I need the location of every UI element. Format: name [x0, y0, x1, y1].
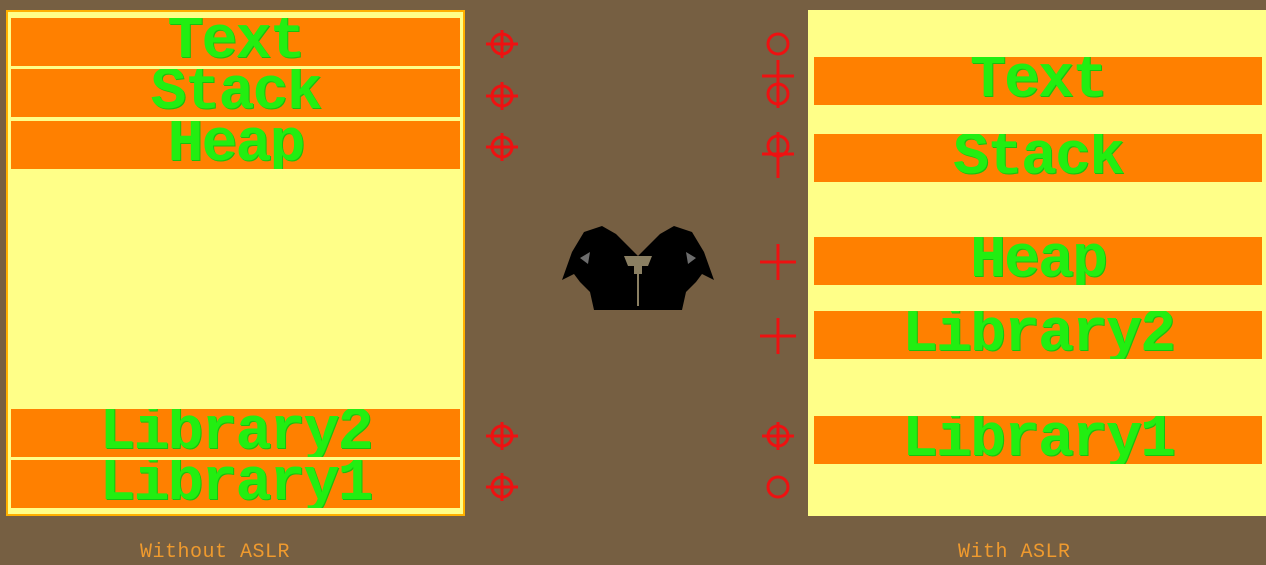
crosshair-icon: [758, 420, 798, 452]
segment-label: Heap: [167, 121, 303, 169]
mask-figure-icon: [558, 222, 718, 314]
segment-heap: Heap: [814, 237, 1262, 285]
memory-layout-with-aslr: Text Stack Heap Library2 Library1: [808, 10, 1266, 516]
segment-label: Library1: [99, 460, 371, 508]
crosshair-icon: [482, 80, 522, 112]
segment-label: Library2: [99, 409, 371, 457]
segment-library1: Library1: [814, 416, 1262, 464]
segment-text: Text: [11, 18, 460, 66]
segment-library2: Library2: [814, 311, 1262, 359]
crosshair-icon: [482, 471, 522, 503]
crosshair-icon: [482, 28, 522, 60]
segment-text: Text: [814, 57, 1262, 105]
segment-label: Heap: [970, 237, 1106, 285]
crosshair-icon: [758, 128, 798, 180]
segment-label: Stack: [953, 134, 1123, 182]
crosshair-icon: [482, 131, 522, 163]
segment-heap: Heap: [11, 121, 460, 169]
plus-icon: [758, 316, 798, 356]
plus-icon: [758, 242, 798, 282]
circle-with-cross-icon: [758, 58, 798, 110]
segment-label: Stack: [150, 69, 320, 117]
segment-label: Library2: [902, 311, 1174, 359]
segment-stack: Stack: [814, 134, 1262, 182]
caption-without-aslr: Without ASLR: [140, 542, 290, 564]
caption-with-aslr: With ASLR: [958, 542, 1071, 564]
segment-label: Text: [167, 18, 303, 66]
memory-layout-without-aslr: Text Stack Heap Library2 Library1: [6, 10, 465, 516]
segment-stack: Stack: [11, 69, 460, 117]
crosshair-icon: [482, 420, 522, 452]
segment-library2: Library2: [11, 409, 460, 457]
segment-library1: Library1: [11, 460, 460, 508]
circle-icon: [758, 28, 798, 60]
circle-icon: [758, 471, 798, 503]
segment-label: Library1: [902, 416, 1174, 464]
segment-label: Text: [970, 57, 1106, 105]
